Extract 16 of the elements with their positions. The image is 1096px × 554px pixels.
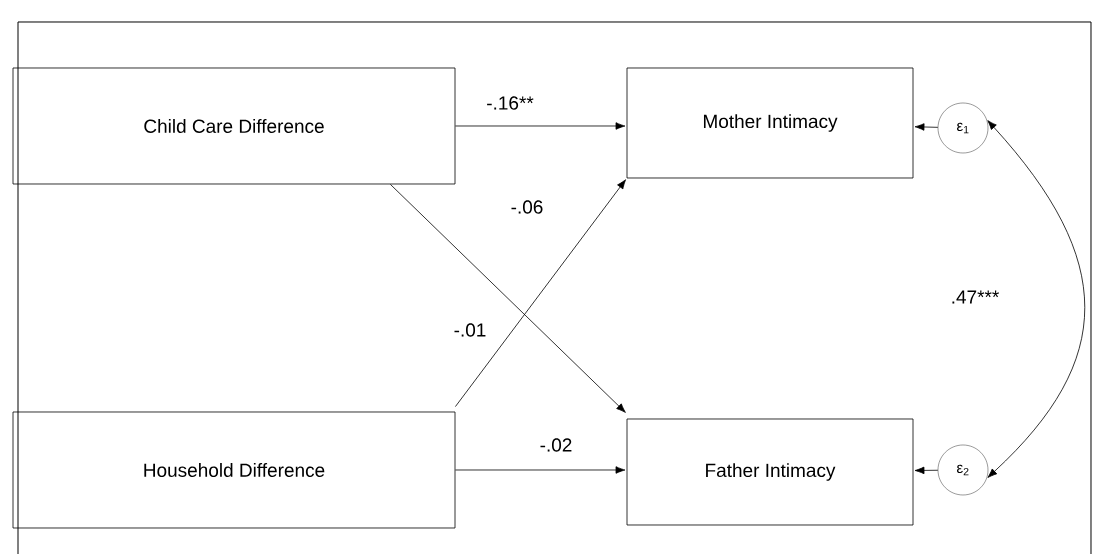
edge-label: -.06 xyxy=(509,199,545,215)
edge-label: .47*** xyxy=(949,289,1001,305)
arrow xyxy=(914,123,939,131)
edge-label: -.16** xyxy=(485,95,535,111)
edge-label: -.01 xyxy=(452,322,488,338)
arrow xyxy=(914,466,939,475)
variable-box: Mother Intimacy xyxy=(626,67,914,179)
edge-label: -.02 xyxy=(538,437,574,453)
arrow xyxy=(455,466,626,474)
arrow xyxy=(455,122,626,130)
arrow xyxy=(455,179,626,407)
arrow xyxy=(987,120,1086,478)
variable-box: Father Intimacy xyxy=(626,418,914,526)
variable-box: Household Difference xyxy=(12,411,456,529)
variable-box: Child Care Difference xyxy=(12,67,456,185)
arrow xyxy=(390,184,626,413)
